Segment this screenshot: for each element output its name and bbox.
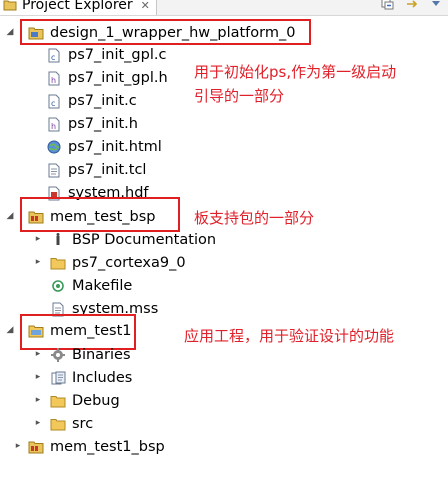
html-file-icon bbox=[46, 139, 62, 155]
project-folder-icon bbox=[28, 439, 44, 455]
expand-toggle-icon[interactable]: ▸ bbox=[15, 441, 21, 451]
tree-node-folder[interactable]: Debug bbox=[50, 390, 120, 412]
project-folder-icon bbox=[28, 25, 44, 41]
tree-node-label: Includes bbox=[72, 370, 133, 386]
highlight-box bbox=[20, 19, 311, 45]
tree-node-file[interactable]: c ps7_init_gpl.c bbox=[46, 44, 166, 66]
tree-node-label: design_1_wrapper_hw_platform_0 bbox=[50, 25, 296, 41]
binaries-icon bbox=[50, 347, 66, 363]
highlight-box bbox=[20, 197, 180, 232]
tree-node-label: mem_test1_bsp bbox=[50, 439, 165, 455]
tree-node-file[interactable]: system.mss bbox=[50, 298, 158, 320]
expand-toggle-icon[interactable]: ▸ bbox=[35, 257, 41, 267]
tree-node-file[interactable]: c ps7_init.c bbox=[46, 90, 137, 112]
tree-node-file[interactable]: h ps7_init.h bbox=[46, 113, 138, 135]
view-menu-icon[interactable] bbox=[428, 0, 442, 11]
collapse-all-icon[interactable] bbox=[380, 0, 394, 11]
tree-node-label: mem_test_bsp bbox=[50, 209, 156, 225]
tree-node-folder[interactable]: Binaries bbox=[50, 344, 131, 366]
tab-project-explorer[interactable]: Project Explorer ✕ bbox=[0, 0, 157, 15]
tree-node-label: Debug bbox=[72, 393, 120, 409]
collapse-toggle-icon[interactable]: ◢ bbox=[6, 27, 14, 37]
tree-node-folder[interactable]: Includes bbox=[50, 367, 132, 389]
expand-toggle-icon[interactable]: ▸ bbox=[35, 234, 41, 244]
tree-node-file[interactable]: ps7_init.html bbox=[46, 136, 162, 158]
tab-title: Project Explorer bbox=[22, 0, 133, 13]
svg-text:h: h bbox=[51, 76, 56, 85]
tree-node-label: ps7_init.h bbox=[68, 116, 138, 132]
tree-node-label: Binaries bbox=[72, 347, 131, 363]
view-tab-bar: Project Explorer ✕ bbox=[0, 0, 448, 16]
expand-toggle-icon[interactable]: ▸ bbox=[35, 372, 41, 382]
tree-node-file[interactable]: h ps7_init_gpl.h bbox=[46, 67, 168, 89]
tree-node-label: ps7_cortexa9_0 bbox=[72, 255, 186, 271]
link-with-editor-icon[interactable] bbox=[404, 0, 418, 11]
tree-node-label: ps7_init_gpl.h bbox=[68, 70, 168, 86]
folder-icon bbox=[50, 393, 66, 409]
tree-node-label: mem_test1 bbox=[50, 323, 132, 339]
tree-node-hw-platform[interactable]: design_1_wrapper_hw_platform_0 bbox=[28, 22, 295, 44]
annotation-app: 应用工程，用于验证设计的功能 bbox=[184, 327, 395, 345]
tree-node-label: system.mss bbox=[72, 301, 159, 317]
project-explorer-icon bbox=[2, 0, 18, 13]
tree-node-label: BSP Documentation bbox=[72, 232, 217, 248]
tree-node-label: ps7_init.c bbox=[68, 93, 137, 109]
tree-node-label: ps7_init.tcl bbox=[68, 162, 147, 178]
tree-node-file[interactable]: Makefile bbox=[50, 275, 132, 297]
svg-text:c: c bbox=[51, 53, 55, 62]
collapse-toggle-icon[interactable]: ◢ bbox=[6, 211, 14, 221]
text-file-icon bbox=[50, 301, 66, 317]
annotation-bsp: 板支持包的一部分 bbox=[194, 209, 315, 227]
text-file-icon bbox=[46, 162, 62, 178]
folder-icon bbox=[50, 416, 66, 432]
tree-node-bsp2[interactable]: mem_test1_bsp bbox=[28, 436, 165, 458]
expand-toggle-icon[interactable]: ▸ bbox=[35, 395, 41, 405]
svg-text:c: c bbox=[51, 99, 55, 108]
collapse-toggle-icon[interactable]: ◢ bbox=[6, 325, 14, 335]
annotation-hw-line1: 用于初始化ps,作为第一级启动 bbox=[194, 63, 397, 81]
expand-toggle-icon[interactable]: ▸ bbox=[35, 349, 41, 359]
tree-node-label: Makefile bbox=[72, 278, 133, 294]
highlight-box bbox=[20, 314, 136, 350]
tree-node-bsp[interactable]: mem_test_bsp bbox=[28, 206, 155, 228]
c-file-icon: c bbox=[46, 47, 62, 63]
project-folder-icon bbox=[28, 209, 44, 225]
view-toolbar bbox=[380, 0, 442, 11]
includes-icon bbox=[50, 370, 66, 386]
tree-node-folder[interactable]: ps7_cortexa9_0 bbox=[50, 252, 186, 274]
h-file-icon: h bbox=[46, 70, 62, 86]
folder-icon bbox=[50, 255, 66, 271]
tree-node-app[interactable]: mem_test1 bbox=[28, 320, 132, 342]
tree-node-label: src bbox=[72, 416, 94, 432]
svg-text:h: h bbox=[51, 122, 56, 131]
tree-node-file[interactable]: ps7_init.tcl bbox=[46, 159, 146, 181]
tree-node-label: ps7_init.html bbox=[68, 139, 162, 155]
project-folder-icon bbox=[28, 323, 44, 339]
tree-node-doc[interactable]: BSP Documentation bbox=[50, 229, 216, 251]
makefile-icon bbox=[50, 278, 66, 294]
tree-node-folder[interactable]: src bbox=[50, 413, 93, 435]
tree-node-label: ps7_init_gpl.c bbox=[68, 47, 167, 63]
c-file-icon: c bbox=[46, 93, 62, 109]
documentation-icon bbox=[50, 232, 66, 248]
h-file-icon: h bbox=[46, 116, 62, 132]
close-icon[interactable]: ✕ bbox=[140, 0, 150, 12]
annotation-hw-line2: 引导的一部分 bbox=[194, 87, 285, 105]
expand-toggle-icon[interactable]: ▸ bbox=[35, 418, 41, 428]
